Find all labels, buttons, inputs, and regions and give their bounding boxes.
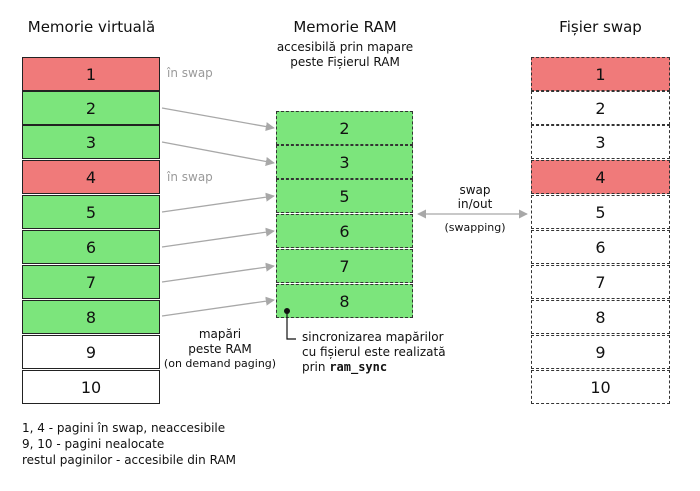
in-swap-note-1: în swap [167, 66, 213, 80]
ram-subtitle-line1: accesibilă prin mapare [276, 40, 414, 54]
ram-page-3: 3 [276, 145, 413, 179]
swap-page-7: 7 [531, 265, 670, 299]
swap-page-6: 6 [531, 230, 670, 264]
legend-line-3: restul paginilor - accesibile din RAM [22, 453, 236, 467]
mapping-arrow-5 [161, 192, 275, 213]
mapping-arrow-3 [161, 141, 275, 166]
virtual-page-4: 4 [22, 160, 160, 194]
mapping-arrow-2 [161, 107, 275, 132]
swap-page-8: 8 [531, 300, 670, 334]
virtual-page-8: 8 [22, 300, 160, 334]
virtual-page-1: 1 [22, 57, 160, 91]
swap-page-4: 4 [531, 160, 670, 194]
ram-title: Memorie RAM [293, 18, 397, 36]
swap-io-label-1: swap [459, 183, 491, 197]
legend-line-1: 1, 4 - pagini în swap, neaccesibile [22, 421, 226, 435]
virtual-page-7: 7 [22, 265, 160, 299]
virtual-page-10: 10 [22, 370, 160, 404]
virtual-page-9: 9 [22, 335, 160, 369]
ram-page-5: 5 [276, 179, 413, 213]
swap-io-label-3: (swapping) [444, 221, 506, 234]
mapping-arrow-8 [161, 296, 275, 317]
mapping-note-2: peste RAM [188, 342, 252, 356]
ram-page-7: 7 [276, 249, 413, 283]
swap-page-5: 5 [531, 195, 670, 229]
ram-page-2: 2 [276, 111, 413, 145]
sync-note-2: cu fișierul este realizată [302, 345, 446, 359]
swap-page-2: 2 [531, 91, 670, 125]
ram-page-6: 6 [276, 214, 413, 248]
mapping-arrow-6 [161, 227, 275, 248]
legend-line-2: 9, 10 - pagini nealocate [22, 437, 165, 451]
sync-connector [286, 311, 296, 340]
swap-page-1: 1 [531, 57, 670, 91]
ram-sync-code: ram_sync [329, 360, 388, 374]
sync-note-3: prin ram_sync [302, 360, 387, 375]
ram-subtitle-line2: peste Fișierul RAM [290, 55, 400, 69]
mapping-arrow-7 [161, 262, 275, 283]
sync-note-prefix: prin [302, 360, 330, 374]
swap-page-9: 9 [531, 335, 670, 369]
sync-note-1: sincronizarea mapărilor [302, 330, 444, 344]
mapping-note-1: mapări [198, 327, 242, 341]
virtual-memory-title: Memorie virtuală [27, 18, 156, 36]
ram-page-8: 8 [276, 284, 413, 318]
virtual-page-5: 5 [22, 195, 160, 229]
virtual-page-6: 6 [22, 230, 160, 264]
swap-file-title: Fișier swap [559, 18, 642, 36]
swap-page-3: 3 [531, 125, 670, 159]
in-swap-note-4: în swap [167, 170, 213, 184]
virtual-page-2: 2 [22, 91, 160, 125]
swap-io-label-2: in/out [457, 197, 493, 211]
mapping-note-3: (on demand paging) [163, 357, 277, 370]
swap-page-10: 10 [531, 370, 670, 404]
virtual-page-3: 3 [22, 125, 160, 159]
